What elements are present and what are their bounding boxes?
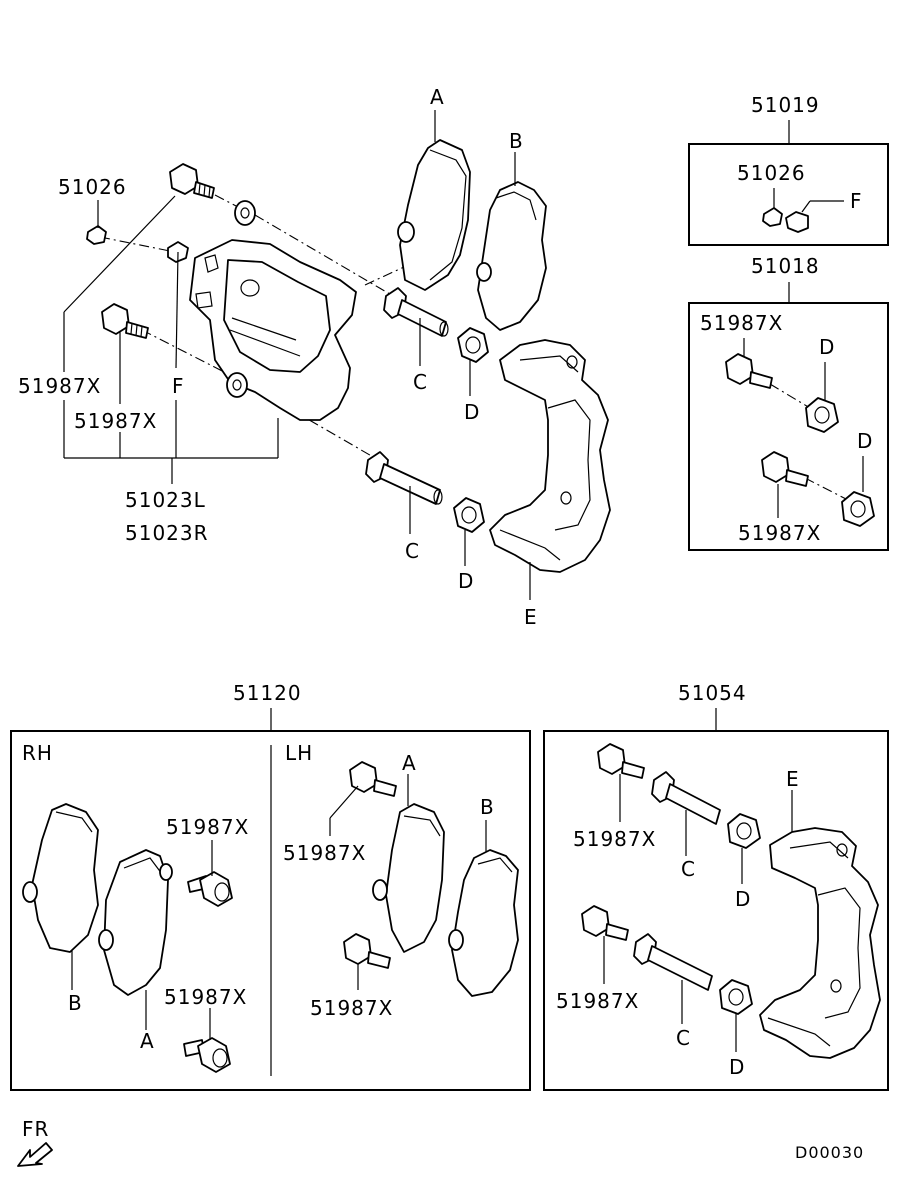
caliper-body[interactable] — [189, 200, 357, 421]
label-lh: LH — [285, 741, 313, 765]
label-f-main: F — [172, 374, 185, 398]
front-arrow-icon — [17, 1142, 53, 1167]
label-d-kit54-upper: D — [735, 887, 751, 911]
guide-pin-c-lower[interactable] — [365, 451, 443, 505]
label-51023l: 51023L — [125, 488, 206, 512]
label-a-rh: A — [140, 1029, 155, 1053]
label-e-kit54: E — [786, 767, 800, 791]
label-51987x-kit54-bottom: 51987X — [556, 989, 639, 1013]
label-b-rh: B — [68, 991, 83, 1015]
label-c-main-lower: C — [405, 539, 420, 563]
label-51987x-kit18-top: 51987X — [700, 311, 783, 335]
boot-d-kit54-lower[interactable] — [719, 979, 753, 1015]
bleeder-f-kit[interactable] — [785, 211, 809, 233]
leader-lines-main — [63, 110, 531, 600]
label-51987x-main-1: 51987X — [18, 374, 101, 398]
label-51023r: 51023R — [125, 521, 209, 545]
label-51987x-lh-top: 51987X — [283, 841, 366, 865]
label-c-kit54-upper: C — [681, 857, 696, 881]
boot-d-upper[interactable] — [457, 327, 489, 363]
boot-d-lower[interactable] — [453, 497, 485, 533]
label-c-kit54-lower: C — [676, 1026, 691, 1050]
bolt-51987x-kit18-top[interactable] — [725, 353, 773, 389]
bolt-51987x-kit54-bottom[interactable] — [581, 905, 629, 941]
bolt-51987x-top[interactable] — [169, 163, 215, 199]
pad-a-rh[interactable] — [98, 849, 173, 996]
label-b-main: B — [509, 129, 524, 153]
cap-51026-kit[interactable] — [762, 207, 783, 227]
label-51019: 51019 — [751, 93, 820, 117]
label-51054: 51054 — [678, 681, 747, 705]
label-c-main-upper: C — [413, 370, 428, 394]
label-a-main: A — [430, 85, 445, 109]
pad-b-main[interactable] — [476, 181, 547, 331]
label-51987x-rh-top: 51987X — [166, 815, 249, 839]
boot-d-kit18-bottom[interactable] — [841, 491, 875, 527]
bolt-51987x-kit54-top[interactable] — [597, 743, 645, 779]
bolt-51987x-left[interactable] — [101, 303, 149, 339]
pad-a-lh[interactable] — [372, 803, 445, 953]
label-51987x-kit18-bottom: 51987X — [738, 521, 821, 545]
label-51987x-rh-bottom: 51987X — [164, 985, 247, 1009]
bolt-51987x-rh-top[interactable] — [187, 871, 233, 907]
label-51987x-lh-bottom: 51987X — [310, 996, 393, 1020]
label-d-kit18-top: D — [819, 335, 835, 359]
kit-51018-box[interactable]: 51018 51987X D D 51987X — [688, 254, 889, 551]
label-b-lh: B — [480, 795, 495, 819]
bolt-51987x-rh-bottom[interactable] — [183, 1037, 231, 1073]
label-rh: RH — [22, 741, 53, 765]
label-d-kit18-bottom: D — [857, 429, 873, 453]
bolt-51987x-lh-top[interactable] — [349, 761, 397, 797]
label-a-lh: A — [402, 751, 417, 775]
caliper-support-e-kit54[interactable] — [759, 827, 881, 1059]
pad-a-main[interactable] — [397, 139, 471, 291]
label-51026-main: 51026 — [58, 175, 127, 199]
guide-pin-c-kit54-upper[interactable] — [651, 771, 721, 825]
label-e-main: E — [524, 605, 538, 629]
label-51018: 51018 — [751, 254, 820, 278]
cap-51026[interactable] — [86, 225, 107, 245]
pad-b-lh[interactable] — [448, 849, 519, 997]
caliper-support-e-main[interactable] — [489, 339, 611, 573]
label-d-main-lower: D — [458, 569, 474, 593]
label-fr: FR — [22, 1117, 49, 1141]
label-d-main-upper: D — [464, 400, 480, 424]
boot-d-kit18-top[interactable] — [805, 397, 839, 433]
guide-pin-c-upper[interactable] — [383, 287, 449, 337]
label-51987x-kit54-top: 51987X — [573, 827, 656, 851]
label-f-kit: F — [850, 189, 863, 213]
label-51120: 51120 — [233, 681, 302, 705]
kit-51019-box[interactable]: 51019 51026 F — [688, 93, 889, 246]
label-51026-kit: 51026 — [737, 161, 806, 185]
kit-51120-box[interactable]: 51120 RH LH — [10, 681, 531, 1091]
label-d-kit54-lower: D — [729, 1055, 745, 1079]
kit-51054-box[interactable]: 51054 — [543, 681, 889, 1091]
label-51987x-main-2: 51987X — [74, 409, 157, 433]
bolt-51987x-kit18-bottom[interactable] — [761, 451, 809, 487]
guide-pin-c-kit54-lower[interactable] — [633, 933, 713, 991]
bolt-51987x-lh-bottom[interactable] — [343, 933, 391, 969]
diagram-code: D00030 — [795, 1143, 864, 1162]
front-direction-indicator: FR — [17, 1117, 53, 1167]
boot-d-kit54-upper[interactable] — [727, 813, 761, 849]
pad-b-rh[interactable] — [22, 803, 99, 953]
